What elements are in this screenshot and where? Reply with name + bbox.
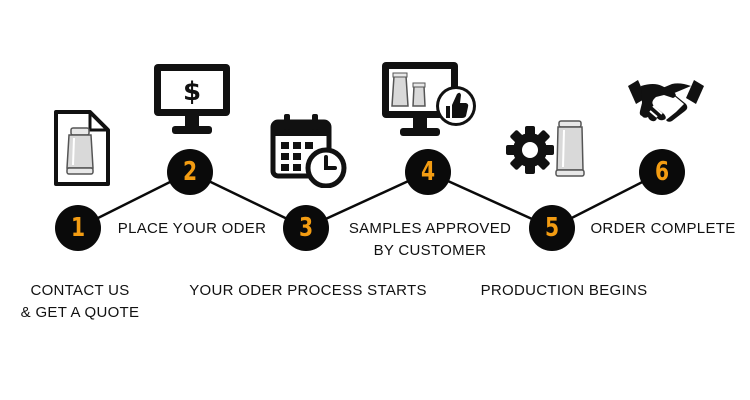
step-5-label: PRODUCTION BEGINS [476, 280, 652, 302]
handshake-icon [628, 80, 704, 122]
step-1-circle: 1 [55, 205, 101, 251]
step-3-label: YOUR ODER PROCESS STARTS [188, 280, 428, 302]
step-2-circle: 2 [167, 149, 213, 195]
step-4-circle: 4 [405, 149, 451, 195]
step-4-number: 4 [420, 157, 436, 187]
step-1-label: CONTACT US & GET A QUOTE [20, 280, 140, 324]
step-4-label: SAMPLES APPROVED BY CUSTOMER [342, 218, 518, 262]
thread-document-icon [54, 110, 110, 186]
monitor-thumbs-up-icon [382, 62, 476, 136]
step-6-circle: 6 [639, 149, 685, 195]
step-5-number: 5 [544, 213, 560, 243]
step-4-label-line-1: SAMPLES APPROVED [348, 220, 512, 237]
step-6-number: 6 [654, 157, 670, 187]
gear-spool-icon [506, 120, 585, 177]
step-1-label-line-2: & GET A QUOTE [20, 304, 140, 321]
step-3-label-line-1: YOUR ODER PROCESS STARTS [189, 282, 427, 299]
step-2-label-line-1: PLACE YOUR ODER [117, 220, 267, 237]
monitor-dollar-icon: $ [154, 64, 230, 134]
step-6-label-line-1: ORDER COMPLETE [590, 220, 736, 237]
calendar-clock-icon [270, 114, 347, 188]
step-6-label: ORDER COMPLETE [588, 218, 738, 240]
step-3-number: 3 [298, 213, 314, 243]
step-1-number: 1 [70, 213, 86, 243]
step-2-number: 2 [182, 157, 198, 187]
step-5-circle: 5 [529, 205, 575, 251]
step-5-label-line-1: PRODUCTION BEGINS [480, 282, 648, 299]
step-3-circle: 3 [283, 205, 329, 251]
step-1-label-line-1: CONTACT US [30, 282, 130, 299]
svg-text:$: $ [183, 77, 201, 107]
step-2-label: PLACE YOUR ODER [112, 218, 272, 240]
step-4-label-line-2: BY CUSTOMER [373, 242, 487, 259]
